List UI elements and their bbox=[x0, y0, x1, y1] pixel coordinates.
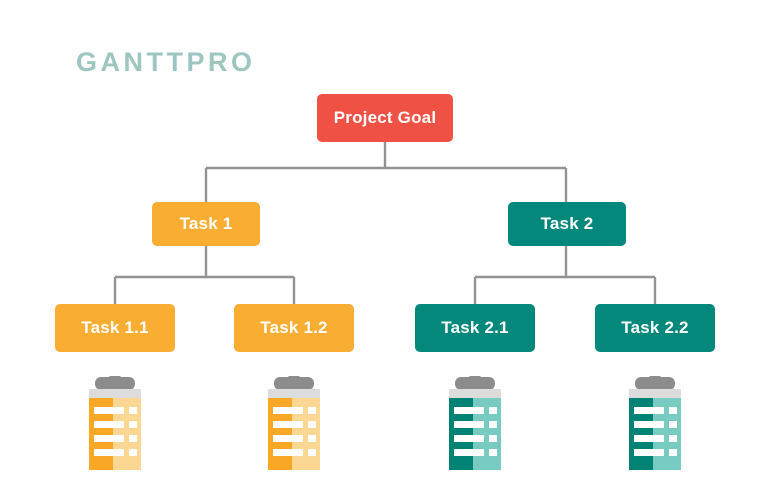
clipboard-icon bbox=[444, 376, 506, 474]
clipboard-icon bbox=[624, 376, 686, 474]
node-task-2-1[interactable]: Task 2.1 bbox=[415, 304, 535, 352]
clipboard-icon bbox=[84, 376, 146, 474]
node-task-1-1[interactable]: Task 1.1 bbox=[55, 304, 175, 352]
node-task-1-2[interactable]: Task 1.2 bbox=[234, 304, 354, 352]
node-task-2[interactable]: Task 2 bbox=[508, 202, 626, 246]
clipboard-icon bbox=[263, 376, 325, 474]
node-task-2-2[interactable]: Task 2.2 bbox=[595, 304, 715, 352]
node-task-1[interactable]: Task 1 bbox=[152, 202, 260, 246]
node-project-goal[interactable]: Project Goal bbox=[317, 94, 453, 142]
ganttpro-logo: GANTTPRO bbox=[76, 47, 256, 77]
